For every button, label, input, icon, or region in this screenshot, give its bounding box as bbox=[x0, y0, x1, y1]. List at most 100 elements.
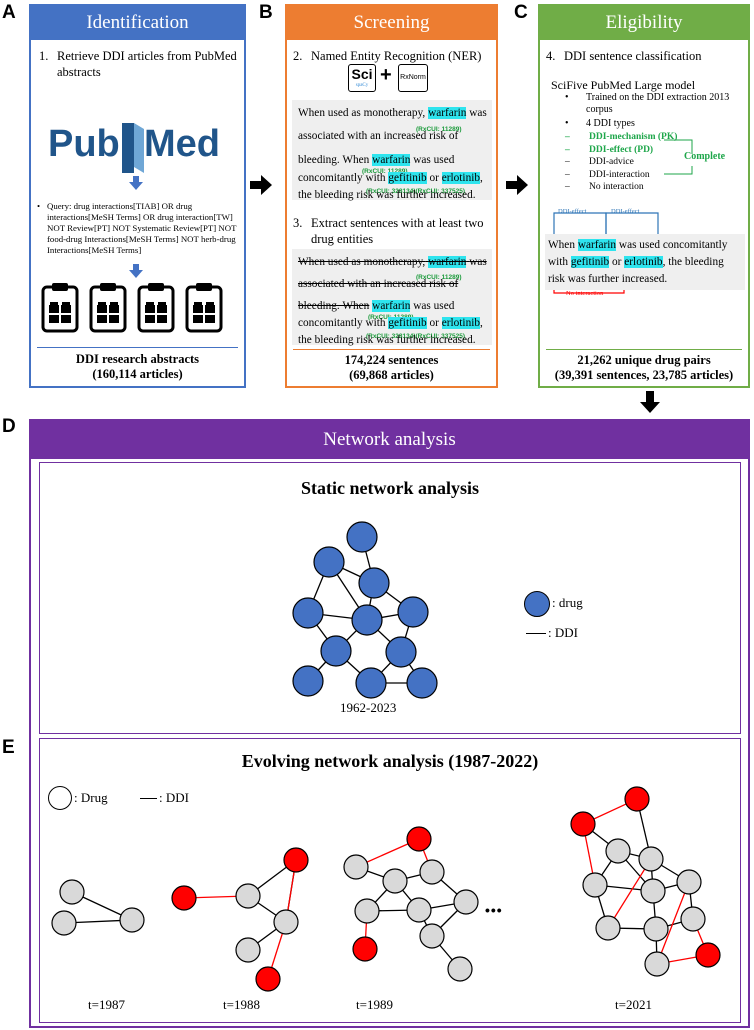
sentence-text: or bbox=[429, 317, 439, 329]
drug-node bbox=[406, 826, 432, 852]
screening-panel: Screening 2. Named Entity Recognition (N… bbox=[285, 4, 498, 388]
legend-drug: : Drug bbox=[74, 790, 108, 805]
drug-node bbox=[355, 667, 387, 699]
clipboard-icons bbox=[41, 281, 223, 333]
time-label: t=1987 bbox=[88, 997, 125, 1012]
drug-node bbox=[406, 897, 432, 923]
scispacy-logo: Sci spaCy bbox=[348, 64, 376, 92]
drug-node bbox=[51, 910, 77, 936]
drug-erlotinib: erlotinib bbox=[441, 172, 481, 184]
sentence-text: , the bleeding risk was further increase… bbox=[548, 256, 724, 285]
complete-label: Complete bbox=[684, 151, 726, 162]
bullet: • bbox=[565, 118, 569, 129]
panel-letter-b: B bbox=[259, 2, 273, 23]
ddi-edge bbox=[607, 858, 652, 929]
drug-node bbox=[235, 937, 261, 963]
ddi-types-label: 4 DDI types bbox=[586, 118, 635, 129]
no-interaction-label: No interaction bbox=[566, 290, 604, 297]
drug-node bbox=[358, 567, 390, 599]
panel-letter-e: E bbox=[2, 737, 15, 758]
pubmed-query: Query: drug interactions[TIAB] OR drug i… bbox=[47, 201, 237, 255]
down-arrow-icon bbox=[129, 264, 143, 278]
drug-node bbox=[59, 879, 85, 905]
sentence-text: the bleeding risk was further increased. bbox=[298, 189, 476, 201]
summary-articles: (69,868 articles) bbox=[349, 368, 434, 382]
time-label: t=1988 bbox=[223, 997, 260, 1012]
drug-node bbox=[582, 872, 608, 898]
drug-node bbox=[640, 878, 666, 904]
query-bullet: • bbox=[37, 201, 41, 211]
sentence-text: associated with an increased risk of bbox=[298, 130, 459, 142]
step-4-text: DDI sentence classification bbox=[564, 49, 702, 63]
drug-gefitinib: gefitinib bbox=[570, 256, 610, 268]
identification-panel: Identification 1. Retrieve DDI articles … bbox=[29, 4, 246, 388]
divider bbox=[546, 349, 742, 350]
drug-node bbox=[605, 838, 631, 864]
time-label: t=2021 bbox=[615, 997, 652, 1012]
sentence-text: When bbox=[548, 239, 575, 251]
sentence-text: the bleeding risk was further increased. bbox=[298, 334, 476, 346]
drug-node bbox=[351, 604, 383, 636]
scispacy-logo-text: Sci bbox=[351, 66, 373, 82]
drug-node bbox=[235, 883, 261, 909]
summary-drug-pairs: 21,262 unique drug pairs bbox=[577, 353, 711, 367]
pubmed-logo-pub: Pub bbox=[48, 123, 120, 165]
classified-sentence: When warfarin was used concomitantly wit… bbox=[545, 234, 745, 290]
ddi-legend-line bbox=[526, 633, 546, 634]
legend-ddi: : DDI bbox=[159, 790, 189, 805]
down-arrow-icon bbox=[129, 176, 143, 190]
drug-node bbox=[676, 869, 702, 895]
sentence-text: was used concomitantly with bbox=[548, 239, 728, 268]
rxcui-label: (RxCUI: 11289) bbox=[416, 274, 462, 281]
step-1-text: Retrieve DDI articles from PubMed abstra… bbox=[57, 49, 237, 79]
static-network-graph bbox=[292, 521, 438, 699]
drug-node bbox=[292, 665, 324, 697]
down-arrow-icon bbox=[640, 391, 660, 413]
drug-erlotinib: erlotinib bbox=[441, 317, 481, 329]
plus-sign: + bbox=[380, 64, 392, 86]
drug-erlotinib: erlotinib bbox=[624, 256, 663, 268]
model-name: SciFive PubMed Large model bbox=[551, 78, 696, 92]
ner-sentence: When used as monotherapy, warfarin was (… bbox=[292, 100, 492, 201]
pubmed-book-icon bbox=[122, 123, 144, 173]
ddi-type-interaction: DDI-interaction bbox=[589, 169, 650, 180]
drug-node bbox=[644, 951, 670, 977]
panel-letter-c: C bbox=[514, 2, 528, 23]
summary-sentences: 174,224 sentences bbox=[344, 353, 439, 367]
sentence-text: When used as monotherapy, bbox=[298, 107, 426, 119]
sentence-text: was used bbox=[413, 154, 455, 166]
ddi-legend-line bbox=[140, 798, 157, 799]
drug-node bbox=[382, 868, 408, 894]
panel-letter-a: A bbox=[2, 2, 16, 23]
drug-node bbox=[283, 847, 309, 873]
rxcui-label: (RxCUI: 11289) bbox=[362, 168, 408, 175]
pubmed-logo-med: Med bbox=[144, 123, 220, 165]
drug-gefitinib: gefitinib bbox=[388, 172, 427, 184]
drug-node bbox=[419, 859, 445, 885]
drug-node bbox=[419, 923, 445, 949]
ddi-edge bbox=[656, 881, 690, 965]
drug-legend-node bbox=[48, 786, 72, 810]
step-3-text: Extract sentences with at least two drug… bbox=[311, 216, 484, 246]
drug-node bbox=[171, 885, 197, 911]
sentence-text: was used bbox=[413, 300, 455, 312]
right-arrow-icon bbox=[250, 175, 272, 195]
sentence-text: or bbox=[612, 256, 622, 268]
drug-node bbox=[313, 546, 345, 578]
rxnorm-logo: RxNorm bbox=[398, 64, 428, 92]
drug-warfarin: warfarin bbox=[428, 107, 467, 119]
step-4-number: 4. bbox=[546, 49, 556, 63]
drug-node bbox=[447, 956, 473, 982]
evolving-network-graphs bbox=[51, 786, 721, 992]
sentence-text: or bbox=[429, 172, 439, 184]
sentence-text: was bbox=[469, 256, 487, 268]
summary-sentences-articles: (39,391 sentences, 23,785 articles) bbox=[554, 368, 734, 382]
drug-gefitinib: gefitinib bbox=[388, 317, 427, 329]
drug-node bbox=[119, 907, 145, 933]
network-analysis-panel: Network analysis Static network analysis… bbox=[29, 419, 750, 1028]
sentence-text: bleeding. When bbox=[298, 154, 370, 166]
screening-header: Screening bbox=[287, 6, 496, 40]
sentence-text: When used as monotherapy, bbox=[298, 256, 426, 268]
drug-node bbox=[385, 636, 417, 668]
pubmed-logo: Pub Med bbox=[48, 123, 238, 173]
